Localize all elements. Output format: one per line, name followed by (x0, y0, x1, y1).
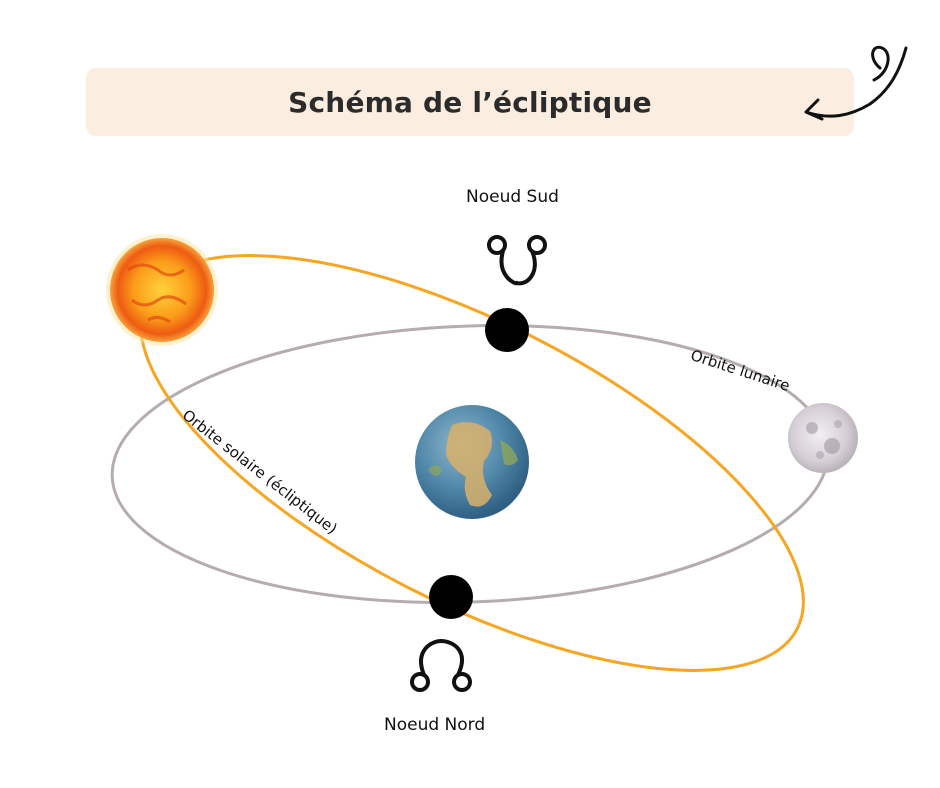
earth-icon (415, 405, 529, 519)
noeud-sud-label: Noeud Sud (466, 187, 559, 207)
page-title: Schéma de l’écliptique (288, 85, 652, 119)
north-node-icon (410, 638, 472, 692)
south-node-icon (487, 235, 547, 286)
sun-icon (106, 234, 218, 346)
moon-icon (788, 403, 858, 473)
title-banner: Schéma de l’écliptique (86, 68, 854, 136)
curly-arrow-doodle (804, 45, 908, 121)
node-sud-point (485, 308, 529, 352)
node-nord-point (429, 575, 473, 619)
noeud-nord-label: Noeud Nord (384, 715, 486, 735)
